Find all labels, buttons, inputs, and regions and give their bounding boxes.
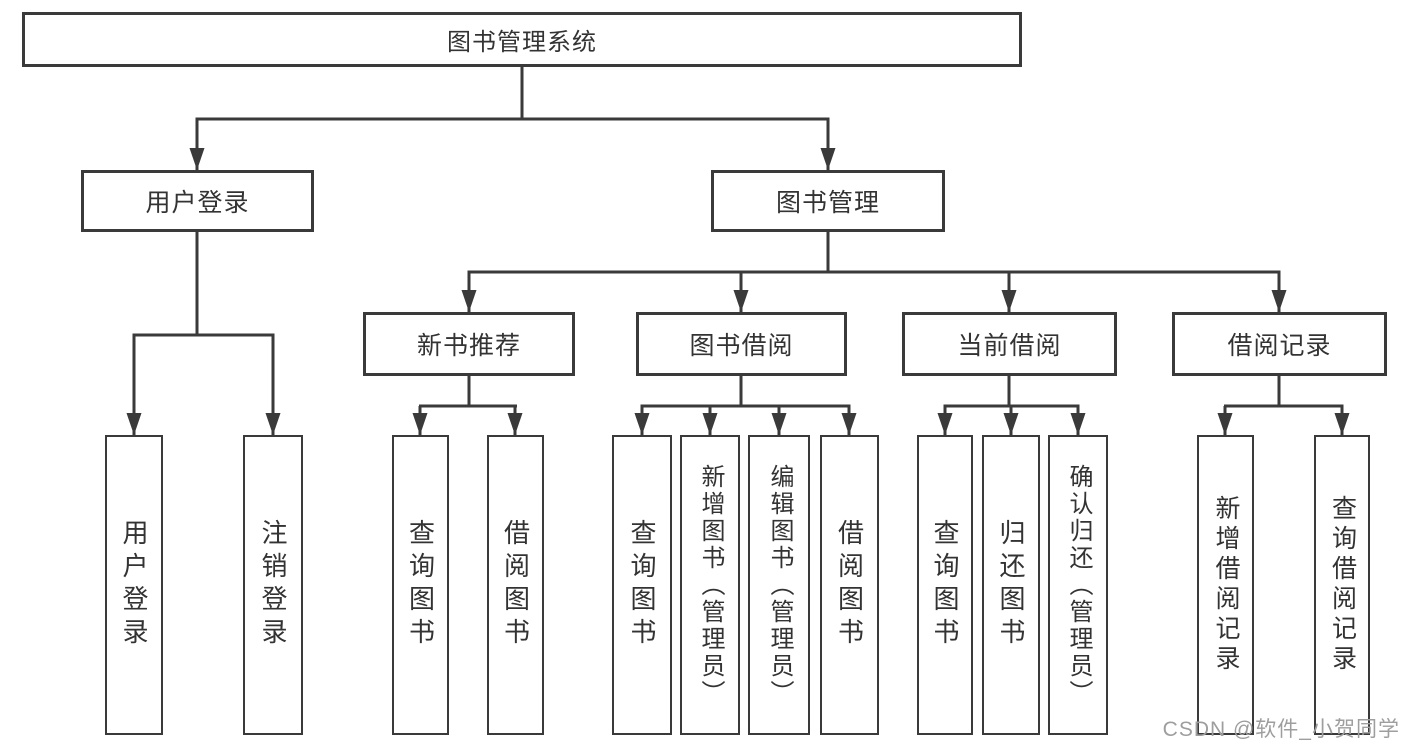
connector-borrowing [634, 376, 857, 435]
node-label: 图书管理系统 [447, 29, 597, 56]
leaf-add-borrow-record: 新增借阅记录 [1197, 435, 1254, 735]
node-label: 图书借阅 [689, 332, 794, 360]
leaf-borrow-books-recommend: 借阅图书 [487, 435, 544, 735]
node-book-management: 图书管理 [711, 170, 945, 232]
node-label: 编辑图书（管理员） [766, 463, 793, 707]
leaf-confirm-return-admin: 确认归还（管理员） [1048, 435, 1108, 735]
node-current-borrowing: 当前借阅 [902, 312, 1117, 376]
node-label: 归还图书 [996, 519, 1026, 651]
connector-root [189, 67, 836, 170]
node-new-book-recommend: 新书推荐 [363, 312, 575, 376]
connector-new-books [412, 376, 523, 435]
csdn-watermark: CSDN @软件_小贺同学 [1162, 718, 1400, 741]
leaf-query-books-current: 查询图书 [917, 435, 973, 735]
leaf-query-books-recommend: 查询图书 [392, 435, 449, 735]
connector-book-management [461, 232, 1287, 312]
node-label: 图书管理 [775, 189, 880, 217]
node-label: 借阅记录 [1227, 332, 1332, 360]
connector-user-login [126, 232, 281, 435]
node-label: 用户登录 [119, 519, 149, 651]
leaf-logout: 注销登录 [243, 435, 303, 735]
node-label: 当前借阅 [957, 332, 1062, 360]
leaf-borrow-books: 借阅图书 [820, 435, 879, 735]
node-label: 注销登录 [258, 519, 288, 651]
connector-records [1217, 376, 1350, 435]
node-label: 查询借阅记录 [1328, 495, 1357, 675]
node-label: 借阅图书 [834, 519, 865, 651]
node-label: 新增借阅记录 [1212, 495, 1240, 675]
node-label: 用户登录 [145, 189, 250, 217]
node-user-login: 用户登录 [81, 170, 314, 232]
leaf-edit-books-admin: 编辑图书（管理员） [748, 435, 810, 735]
leaf-query-books-borrowing: 查询图书 [612, 435, 672, 735]
node-label: 确认归还（管理员） [1065, 463, 1092, 707]
node-label: 查询图书 [405, 519, 436, 651]
connector-current [937, 376, 1086, 435]
node-borrowing-records: 借阅记录 [1172, 312, 1387, 376]
node-book-borrowing: 图书借阅 [636, 312, 847, 376]
node-label: 借阅图书 [500, 519, 531, 651]
leaf-return-books: 归还图书 [982, 435, 1040, 735]
node-label: 查询图书 [627, 519, 657, 651]
leaf-add-books-admin: 新增图书（管理员） [680, 435, 740, 735]
node-root-system: 图书管理系统 [22, 12, 1022, 67]
node-label: 新书推荐 [416, 332, 521, 360]
leaf-query-borrow-record: 查询借阅记录 [1314, 435, 1370, 735]
node-label: 新增图书（管理员） [697, 463, 724, 707]
leaf-user-login: 用户登录 [105, 435, 163, 735]
node-label: 查询图书 [930, 519, 960, 651]
